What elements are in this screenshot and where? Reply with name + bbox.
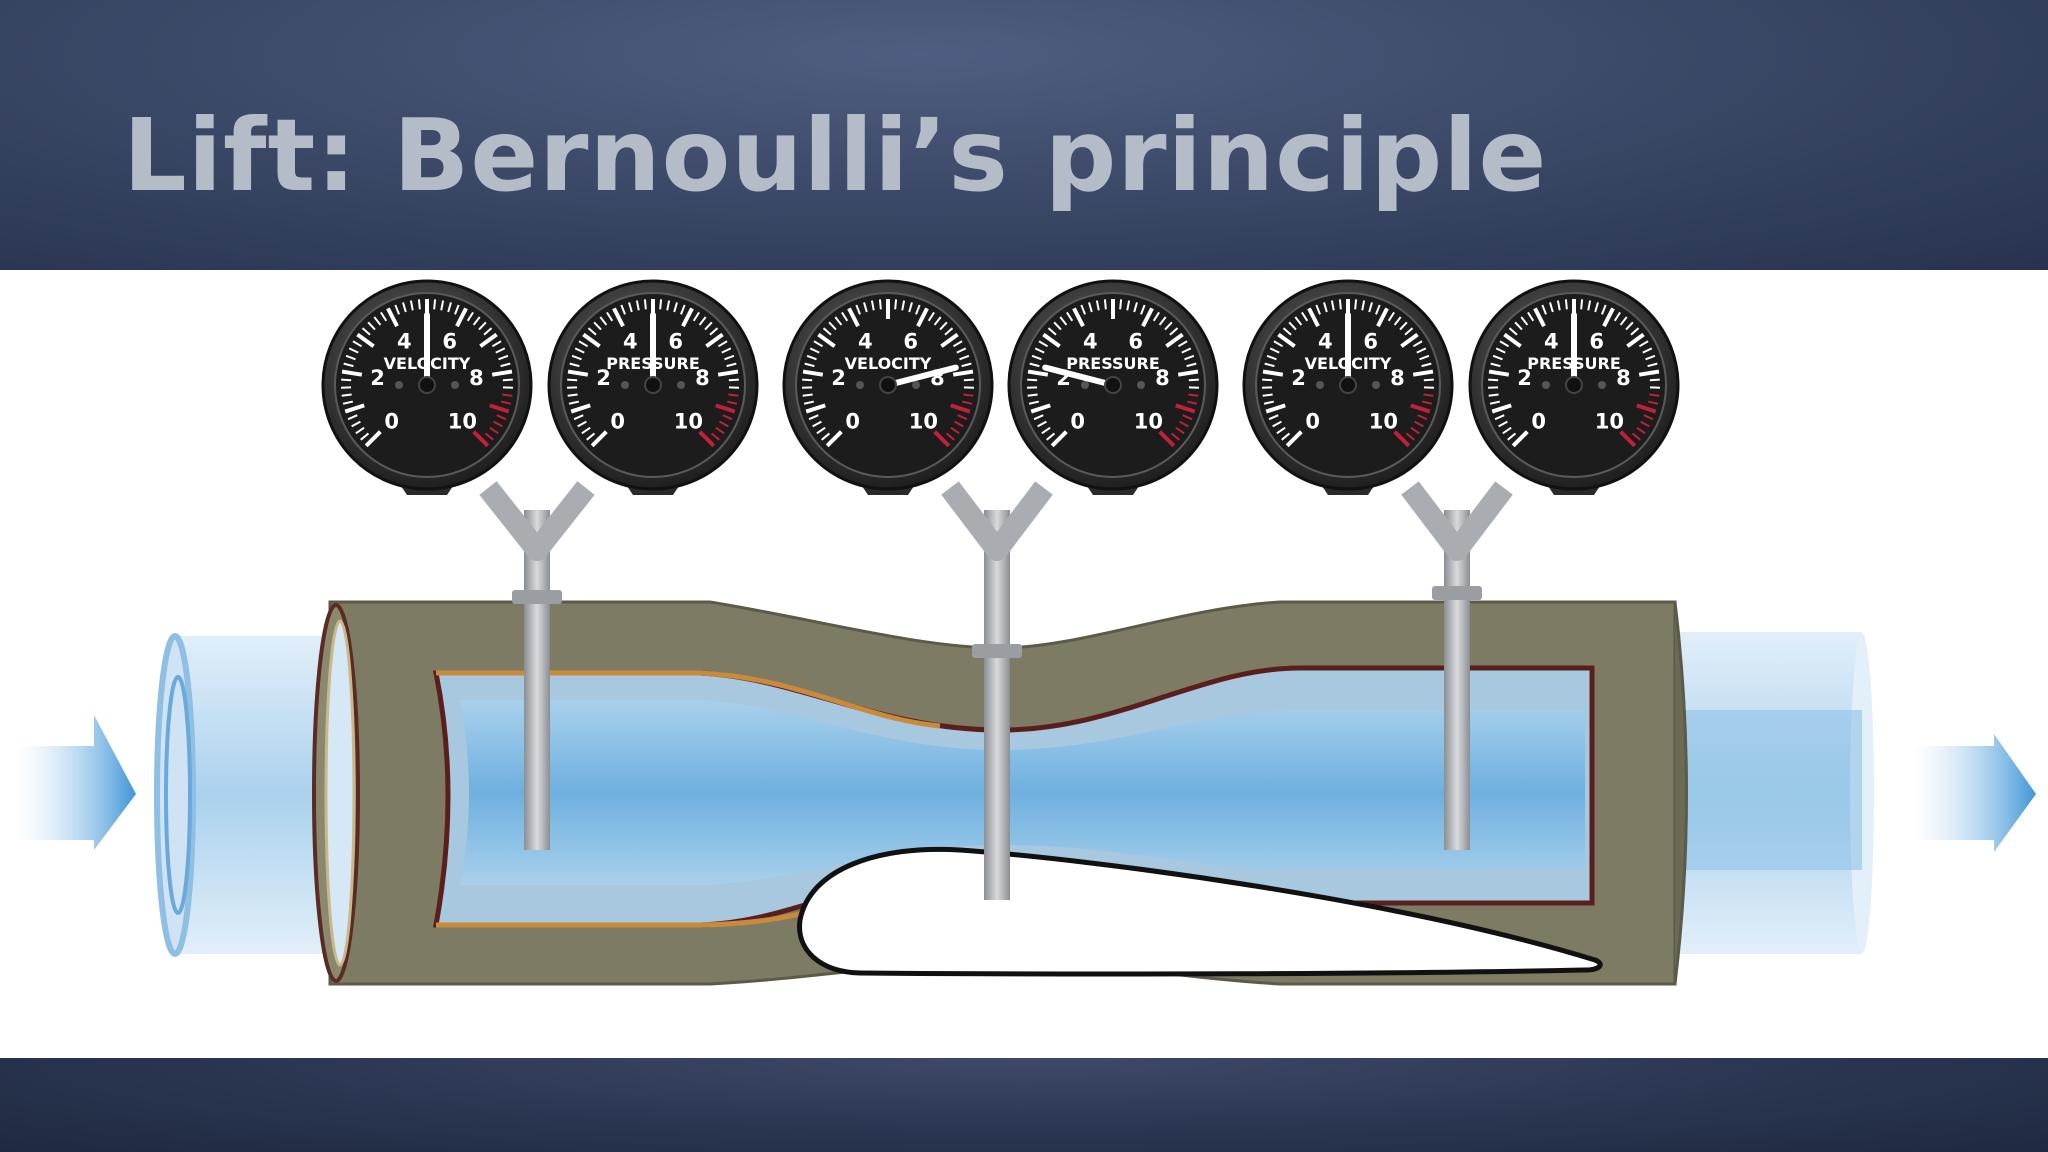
gauge-scale-label: 4 [1544,329,1559,353]
gauge-scale-label: 2 [1517,366,1532,390]
gauge-scale-label: 2 [831,366,846,390]
pressure-label: PRESSURE [1066,354,1160,373]
gauge-array: 0246810VELOCITY0246810PRESSURE0246810VEL… [321,279,1680,495]
outflow-arrow-icon [1912,734,2036,852]
gauge-scale-label: 4 [623,329,638,353]
gauge-scale-label: 6 [1589,329,1604,353]
gauge-scale-label: 8 [695,366,710,390]
gauge-scale-label: 8 [1390,366,1405,390]
pressure-needle [1042,364,1116,388]
gauge-scale-label: 2 [1291,366,1306,390]
gauge-scale-label: 4 [858,329,873,353]
outlet-air-stream [1680,632,1874,954]
gauge-scale-label: 10 [1369,409,1398,433]
gauge-scale-label: 2 [370,366,385,390]
gauge-scale-label: 6 [668,329,683,353]
gauge-scale-label: 2 [596,366,611,390]
gauge-scale-label: 6 [1363,329,1378,353]
inlet-air-stream [154,633,335,957]
venturi-diagram: 0246810VELOCITY0246810PRESSURE0246810VEL… [15,279,2036,986]
gauge-scale-label: 4 [1318,329,1333,353]
gauge-scale-label: 4 [1083,329,1098,353]
velocity-needle [885,364,959,388]
slide-title: Lift: Bernoulli’s principle [123,97,1548,214]
gauge-scale-label: 8 [1616,366,1631,390]
slide-header: Lift: Bernoulli’s principle [0,0,2048,270]
inflow-arrow-icon [15,715,136,850]
gauge-scale-label: 4 [397,329,412,353]
gauge-scale-label: 6 [442,329,457,353]
gauge-scale-label: 0 [845,409,860,433]
gauge-scale-label: 8 [1155,366,1170,390]
gauge-scale-label: 0 [1070,409,1085,433]
gauge-scale-label: 10 [909,409,938,433]
gauge-scale-label: 6 [1128,329,1143,353]
gauge-scale-label: 6 [903,329,918,353]
gauge-scale-label: 10 [674,409,703,433]
gauge-scale-label: 8 [469,366,484,390]
venturi-pipe [312,600,1688,986]
gauge-scale-label: 10 [1595,409,1624,433]
gauge-scale-label: 0 [1305,409,1320,433]
gauge-scale-label: 10 [1134,409,1163,433]
gauge-stems [479,481,1513,900]
gauge-scale-label: 0 [610,409,625,433]
velocity-label: VELOCITY [845,354,932,373]
gauge-scale-label: 0 [384,409,399,433]
gauge-scale-label: 0 [1531,409,1546,433]
diagram-panel: 0246810VELOCITY0246810PRESSURE0246810VEL… [0,270,2048,1058]
gauge-scale-label: 10 [448,409,477,433]
slide-footer [0,1058,2048,1152]
